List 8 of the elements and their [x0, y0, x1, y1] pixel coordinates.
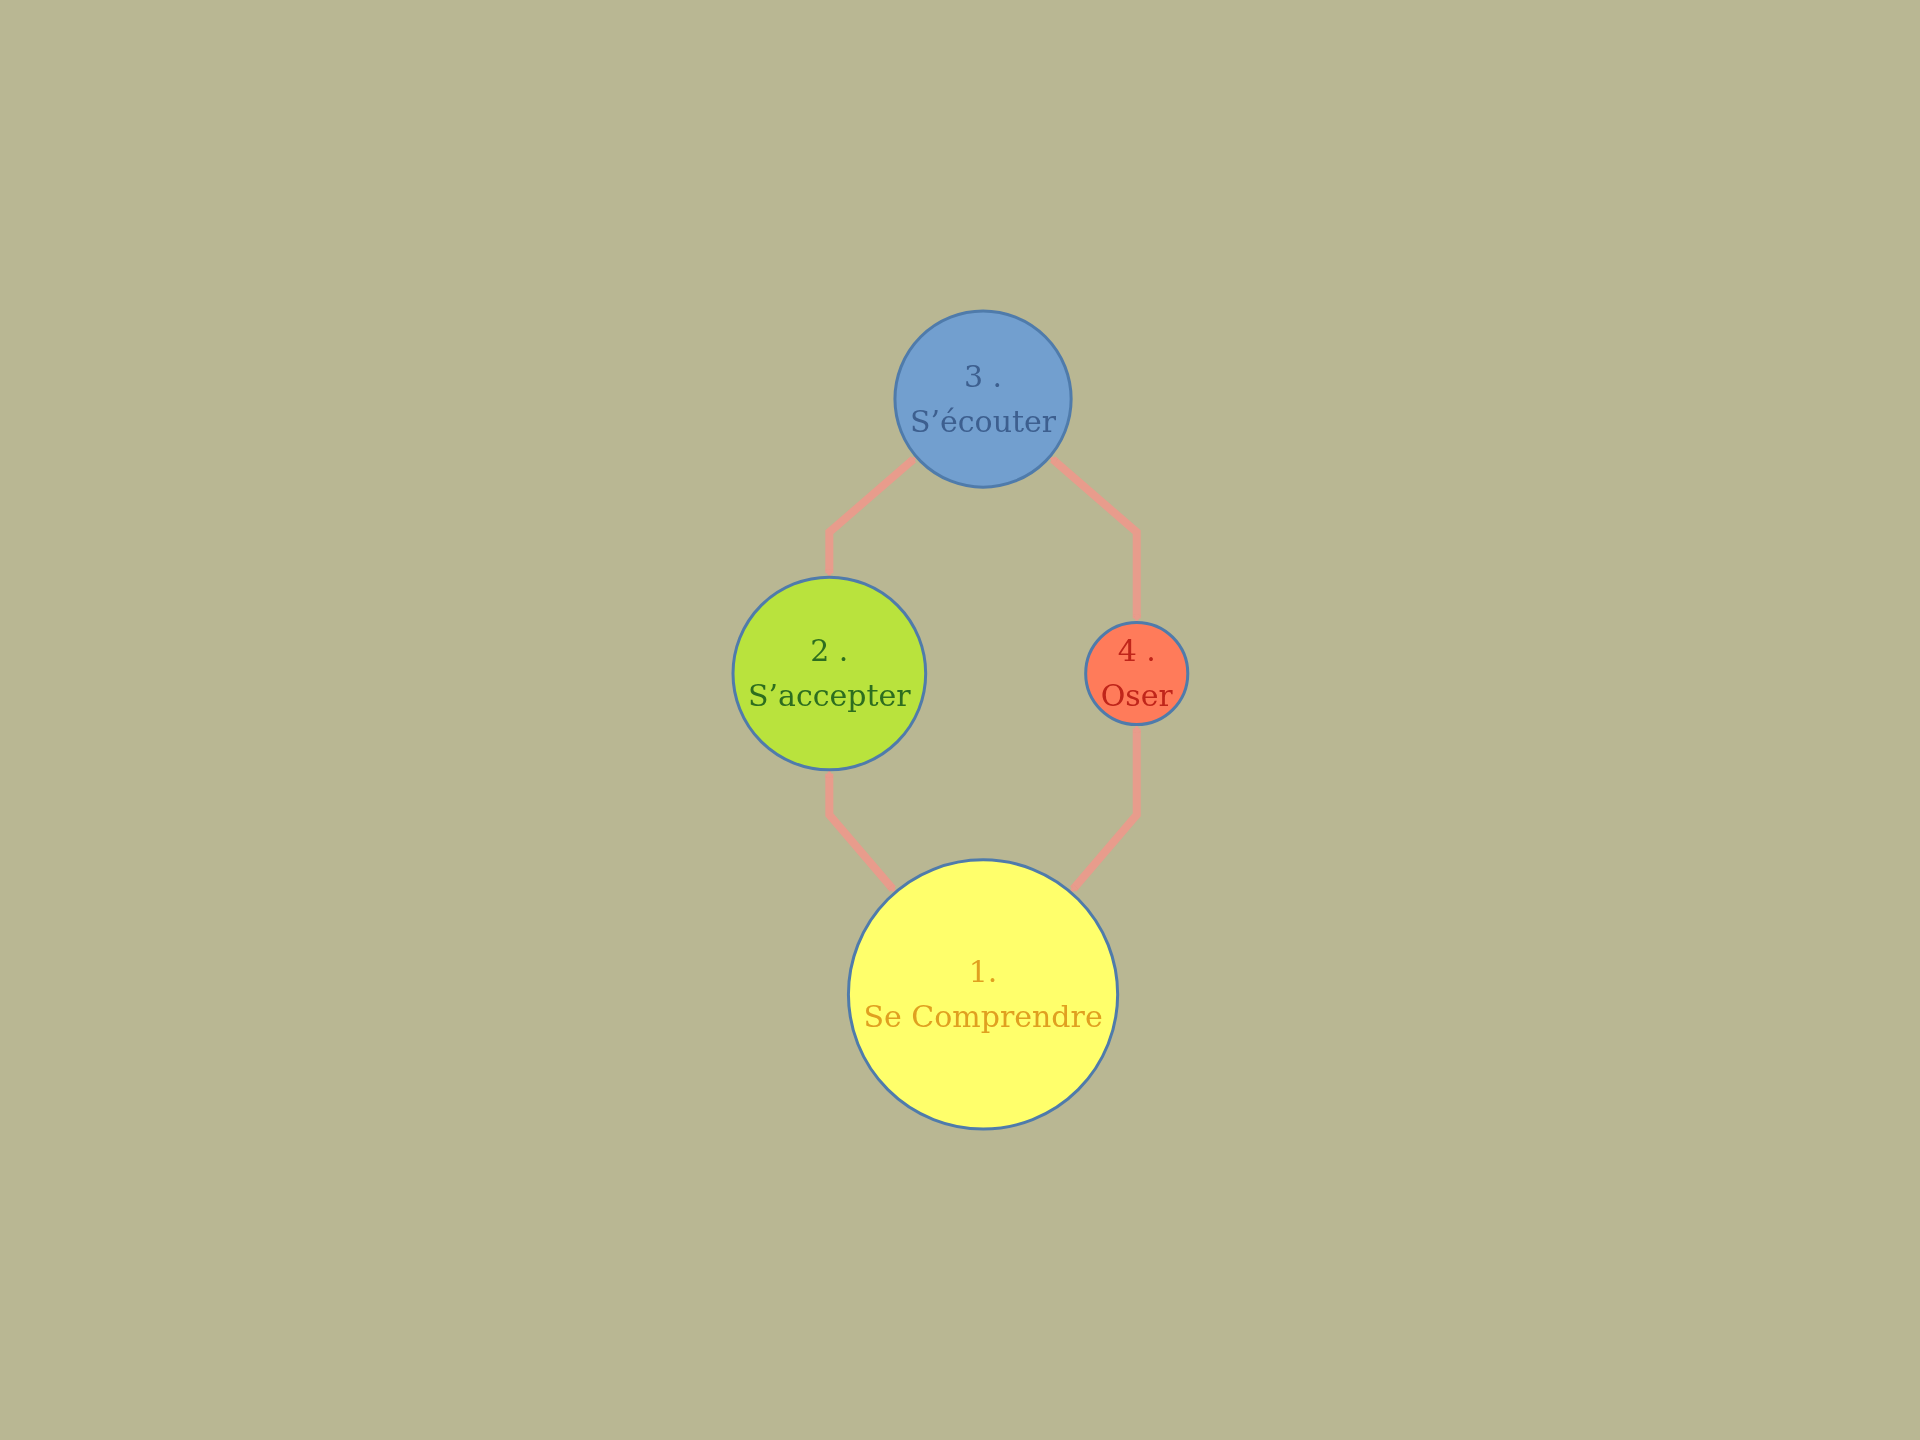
arrow	[1069, 724, 1141, 893]
node-circle: 2 . S’accepter	[731, 575, 927, 772]
node-circle: 3 . S’écouter	[893, 309, 1073, 489]
node-circle: 1. Se Comprendre	[846, 858, 1119, 1131]
node-circle: 4 . Oser	[1083, 620, 1189, 726]
arrow	[824, 456, 917, 578]
arrow	[824, 769, 896, 893]
arrow	[1049, 456, 1141, 623]
